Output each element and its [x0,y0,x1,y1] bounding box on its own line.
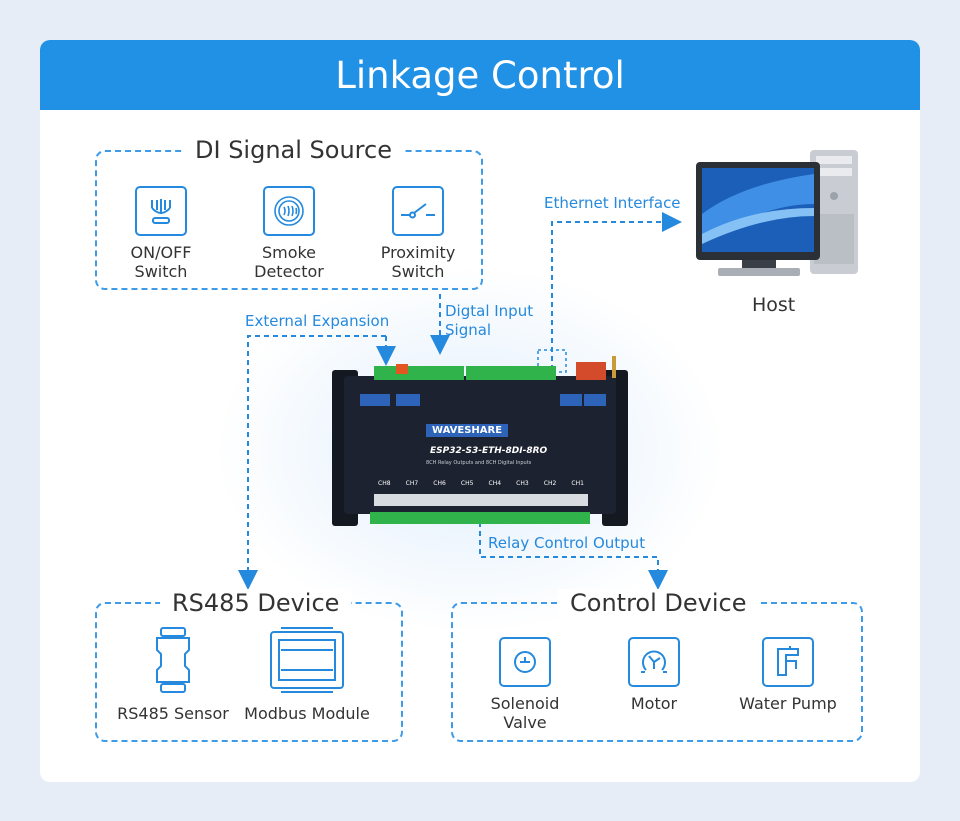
device-brand: WAVESHARE [426,424,509,437]
channel-label: CH7 [405,480,419,487]
di-item-proximity-switch: Proximity Switch [353,186,483,281]
page-title: Linkage Control [40,40,920,110]
channel-label: CH5 [460,480,474,487]
proximity-switch-icon [392,186,444,236]
channel-label: CH8 [378,480,391,487]
control-device-title: Control Device [558,589,759,617]
rs485-item-sensor: RS485 Sensor [108,626,238,723]
channel-label: CH2 [543,480,557,487]
control-item-solenoid-valve: Solenoid Valve [460,637,590,732]
channel-label: CH4 [488,480,502,487]
host-label: Host [752,294,796,316]
device-description: 8CH Relay Outputs and 8CH Digital Inputs [426,460,532,466]
di-item-label: ON/OFF Switch [130,243,192,281]
rs485-sensor-icon [156,627,190,693]
control-item-label: Solenoid Valve [490,694,560,732]
control-item-water-pump: Water Pump [723,637,853,713]
host-computer-icon [696,150,858,276]
di-item-switch: ON/OFF Switch [96,186,226,281]
di-item-smoke-detector: Smoke Detector [224,186,354,281]
rs485-item-label: Modbus Module [244,704,370,723]
switch-icon [135,186,187,236]
water-pump-icon [762,637,814,687]
control-item-label: Water Pump [739,694,837,713]
relay-output-label: Relay Control Output [488,534,646,552]
di-signal-source-title: DI Signal Source [183,136,404,164]
rs485-item-modbus: Modbus Module [242,626,372,723]
rs485-item-label: RS485 Sensor [117,704,229,723]
digital-input-label: Digtal Input Signal [445,302,534,339]
ethernet-interface-label: Ethernet Interface [544,194,681,212]
channel-label: CH6 [433,480,446,487]
relay-module-device: WAVESHARE ESP32-S3-ETH-8DI-8RO 8CH Relay… [330,356,630,526]
rs485-device-title: RS485 Device [160,589,352,617]
solenoid-valve-icon [499,637,551,687]
linkage-card: Linkage Control DI Signal Source [40,40,920,782]
smoke-detector-icon [263,186,315,236]
device-channels: CH8 CH7 CH6 CH5 CH4 CH3 CH2 CH1 [378,480,584,487]
modbus-module-icon [270,627,344,693]
channel-label: CH1 [571,480,584,487]
control-item-label: Motor [630,694,678,713]
connector-lines [238,212,682,590]
di-item-label: Smoke Detector [254,243,324,281]
device-model: ESP32-S3-ETH-8DI-8RO [430,446,548,456]
di-item-label: Proximity Switch [380,243,456,281]
control-item-motor: Motor [589,637,719,713]
motor-icon [628,637,680,687]
external-expansion-label: External Expansion [245,312,390,330]
channel-label: CH3 [516,480,529,487]
